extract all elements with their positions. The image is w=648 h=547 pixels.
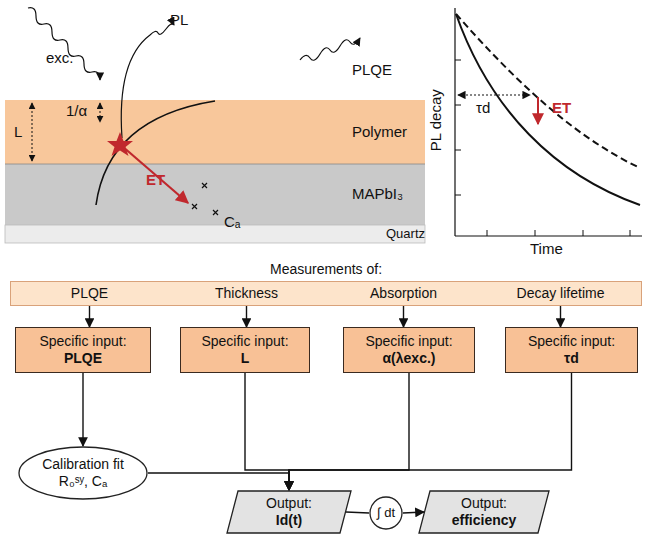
node-text: Output: [461,495,507,512]
connector [245,373,289,490]
figure-label: PL [170,12,188,29]
figure-label: MAPbI₃ [352,186,403,203]
measurement-item: Decay lifetime [482,282,639,305]
output-parallelogram: Output:Id(t) [226,490,352,534]
input-box: Specific input:τd [505,327,638,373]
figure-label: exc. [46,50,74,67]
node-text: L [241,350,250,367]
node-text: Absorption [370,285,437,302]
input-box: Specific input:PLQE [15,327,151,373]
y-axis [454,8,455,236]
calibration-ellipse: Calibration fit R₀ˢʸ, Cₐ [18,446,148,500]
node-text: Specific input: [39,333,126,350]
figure-label: Time [530,241,563,258]
pl-wave [121,24,174,138]
measurement-item: Thickness [168,282,325,305]
figure-label: ET [552,100,571,117]
acceptor-marks [192,183,218,215]
connector [346,512,369,513]
node-text: PLQE [71,285,108,302]
lifetime-arrow [458,94,530,95]
node-text: Id(t) [276,512,302,529]
excitation-star [107,132,133,156]
figure-label: ET [146,172,165,189]
thickness-arrow [32,103,33,161]
measurement-band: Measurements of:PLQEThicknessAbsorptionD… [10,281,642,306]
energy-transfer-arrow [122,146,188,203]
connector [246,305,247,327]
figure-label: Cₐ [224,214,240,231]
connector [82,373,83,446]
figure-label: τd [476,100,490,117]
node-text: Output: [266,495,312,512]
band-heading: Measurements of: [11,261,641,278]
measurement-item: Absorption [325,282,482,305]
absorption-profile [96,101,215,205]
node-text: efficiency [452,512,517,529]
node-text: α(λexc.) [383,350,436,367]
polymer-layer [5,100,425,164]
depth-arrow [100,103,101,122]
node-text: ∫ dt [377,505,395,521]
integral-circle: ∫ dt [369,496,403,530]
node-text: PLQE [64,350,102,367]
figure-label: PLQE [352,62,392,79]
connector [148,473,289,490]
figure-label: L [14,124,22,141]
node-text: Specific input: [201,333,288,350]
perovskite-layer [5,164,425,225]
connector [403,512,424,513]
connector [289,373,572,490]
connector [89,305,90,327]
connector [403,305,404,327]
connector [289,373,409,490]
figure-label: Quartz [386,227,425,241]
connector [560,305,561,327]
figure-label: Polymer [352,124,407,141]
figure-label: 1/α [66,103,87,120]
figure-label: PL decay [428,89,445,151]
input-box: Specific input:L [180,327,310,373]
x-axis [455,235,642,236]
node-text: Specific input: [528,333,615,350]
decay-curve-solid [456,14,640,205]
node-text: Decay lifetime [517,285,605,302]
plqe-wave [300,38,360,60]
measurement-item: PLQE [11,282,168,305]
output-parallelogram: Output:efficiency [418,490,550,534]
input-box: Specific input:α(λexc.) [343,327,475,373]
node-text: Calibration fit R₀ˢʸ, Cₐ [34,456,132,490]
excitation-wave [28,8,100,80]
et-quench-arrow [537,97,539,124]
quartz-layer [5,225,425,243]
node-text: Thickness [215,285,278,302]
node-text: τd [564,350,579,367]
node-text: Specific input: [365,333,452,350]
decay-curve-dashed [456,14,640,168]
